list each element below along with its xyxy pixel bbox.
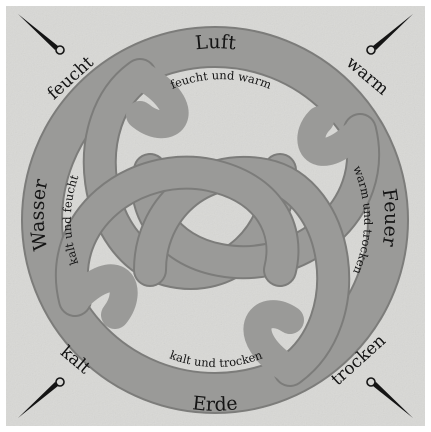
element-bottom: Erde xyxy=(191,392,238,416)
element-top: Luft xyxy=(194,31,237,54)
element-right: Feuer xyxy=(377,187,402,249)
